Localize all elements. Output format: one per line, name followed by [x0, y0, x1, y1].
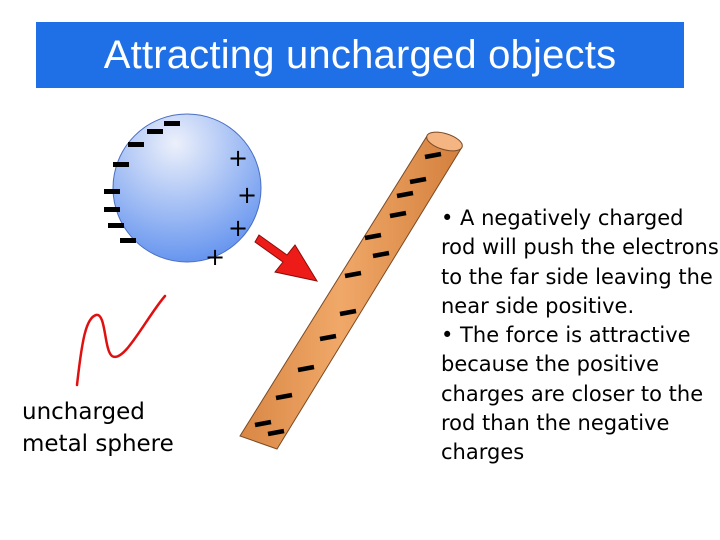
- minus-sign: [344, 270, 362, 279]
- minus-sign: [108, 223, 124, 228]
- minus-sign: [424, 151, 442, 160]
- minus-sign: [396, 190, 414, 199]
- slide-title: Attracting uncharged objects: [103, 32, 617, 77]
- minus-sign: [164, 121, 180, 126]
- minus-sign: [254, 419, 272, 428]
- minus-sign: [128, 142, 144, 147]
- bullet-point: • The force is attractive because the po…: [441, 323, 704, 465]
- minus-sign: [104, 189, 120, 194]
- bullet-point: • A negatively charged rod will push the…: [441, 206, 719, 318]
- minus-sign: [409, 176, 427, 185]
- attraction-arrow: [254, 234, 319, 282]
- sphere-label-line: metal sphere: [22, 431, 174, 457]
- plus-sign: +: [228, 214, 248, 242]
- sphere-positive-charges: + + + +: [205, 144, 257, 271]
- plus-sign: +: [237, 181, 257, 209]
- minus-sign: [275, 392, 293, 401]
- plus-sign: +: [205, 243, 225, 271]
- minus-sign: [319, 333, 337, 342]
- description-text: • A negatively charged rod will push the…: [441, 204, 720, 468]
- plus-sign: +: [228, 144, 248, 172]
- rod-end-cap: [426, 131, 463, 152]
- minus-sign: [120, 238, 136, 243]
- minus-sign: [104, 207, 120, 212]
- minus-sign: [339, 308, 357, 317]
- metal-sphere: [112, 113, 262, 263]
- minus-sign: [389, 210, 407, 219]
- sphere-negative-charges: [104, 121, 180, 243]
- sphere-label-line: uncharged: [22, 399, 145, 425]
- sphere-label: uncharged metal sphere: [22, 396, 174, 460]
- minus-sign: [297, 364, 315, 373]
- label-pointer-squiggle: [75, 294, 167, 387]
- title-bar: Attracting uncharged objects: [36, 22, 684, 88]
- rod-negative-charges: [254, 151, 442, 437]
- minus-sign: [372, 250, 390, 259]
- charged-rod: [239, 135, 463, 450]
- minus-sign: [113, 162, 129, 167]
- minus-sign: [267, 428, 285, 437]
- minus-sign: [364, 232, 382, 241]
- minus-sign: [147, 129, 163, 134]
